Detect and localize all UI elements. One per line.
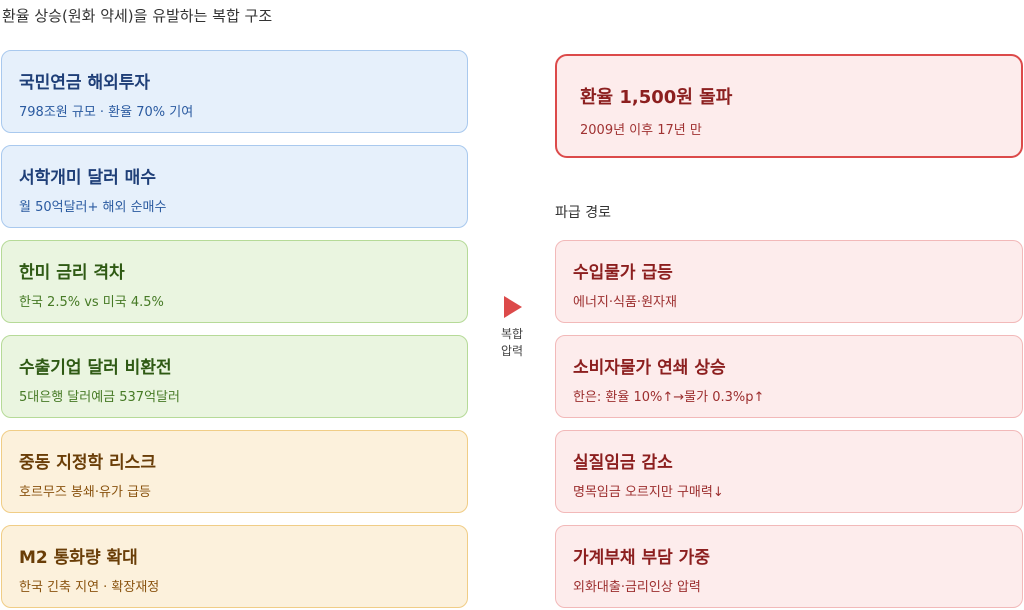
effects-section-label: 파급 경로 [555,205,611,221]
cause-detail: 호르무즈 봉쇄·유가 급등 [19,485,151,500]
cause-box-money-supply: M2 통화량 확대 한국 긴축 지연 · 확장재정 [1,525,468,608]
connector-label-line1: 복합 [500,327,524,341]
cause-title: 서학개미 달러 매수 [19,168,156,188]
cause-title: M2 통화량 확대 [19,548,138,568]
effect-detail: 명목임금 오르지만 구매력↓ [573,485,724,500]
effect-box-import-prices: 수입물가 급등 에너지·식품·원자재 [555,240,1023,323]
cause-box-retail-dollar-buying: 서학개미 달러 매수 월 50억달러+ 해외 순매수 [1,145,468,228]
cause-box-geopolitical-risk: 중동 지정학 리스크 호르무즈 봉쇄·유가 급등 [1,430,468,513]
effect-title: 수입물가 급등 [573,263,673,283]
cause-detail: 월 50억달러+ 해외 순매수 [19,200,167,215]
effect-box-household-debt: 가계부채 부담 가중 외화대출·금리인상 압력 [555,525,1023,608]
cause-box-exporter-dollar-holding: 수출기업 달러 비환전 5대은행 달러예금 537억달러 [1,335,468,418]
cause-detail: 한국 2.5% vs 미국 4.5% [19,295,164,310]
effect-detail: 한은: 환율 10%↑→물가 0.3%p↑ [573,390,765,405]
effect-title: 소비자물가 연쇄 상승 [573,358,726,378]
cause-title: 한미 금리 격차 [19,263,125,283]
effect-detail: 에너지·식품·원자재 [573,295,677,310]
cause-detail: 한국 긴축 지연 · 확장재정 [19,580,160,595]
cause-title: 수출기업 달러 비환전 [19,358,172,378]
connector: 복합 압력 [490,296,534,366]
result-title: 환율 1,500원 돌파 [580,87,733,108]
effect-box-real-wages: 실질임금 감소 명목임금 오르지만 구매력↓ [555,430,1023,513]
result-detail: 2009년 이후 17년 만 [580,123,702,138]
cause-box-rate-gap: 한미 금리 격차 한국 2.5% vs 미국 4.5% [1,240,468,323]
connector-label-line2: 압력 [500,344,524,358]
effect-title: 실질임금 감소 [573,453,673,473]
effect-detail: 외화대출·금리인상 압력 [573,580,701,595]
cause-detail: 798조원 규모 · 환율 70% 기여 [19,105,194,120]
arrow-right-icon [504,296,522,318]
cause-title: 국민연금 해외투자 [19,73,151,93]
page-title: 환율 상승(원화 약세)을 유발하는 복합 구조 [2,7,273,25]
effect-box-consumer-prices: 소비자물가 연쇄 상승 한은: 환율 10%↑→물가 0.3%p↑ [555,335,1023,418]
effect-title: 가계부채 부담 가중 [573,548,710,568]
result-box: 환율 1,500원 돌파 2009년 이후 17년 만 [555,54,1023,158]
connector-label: 복합 압력 [490,326,534,360]
cause-title: 중동 지정학 리스크 [19,453,156,473]
cause-detail: 5대은행 달러예금 537억달러 [19,390,180,405]
cause-box-pension-investment: 국민연금 해외투자 798조원 규모 · 환율 70% 기여 [1,50,468,133]
